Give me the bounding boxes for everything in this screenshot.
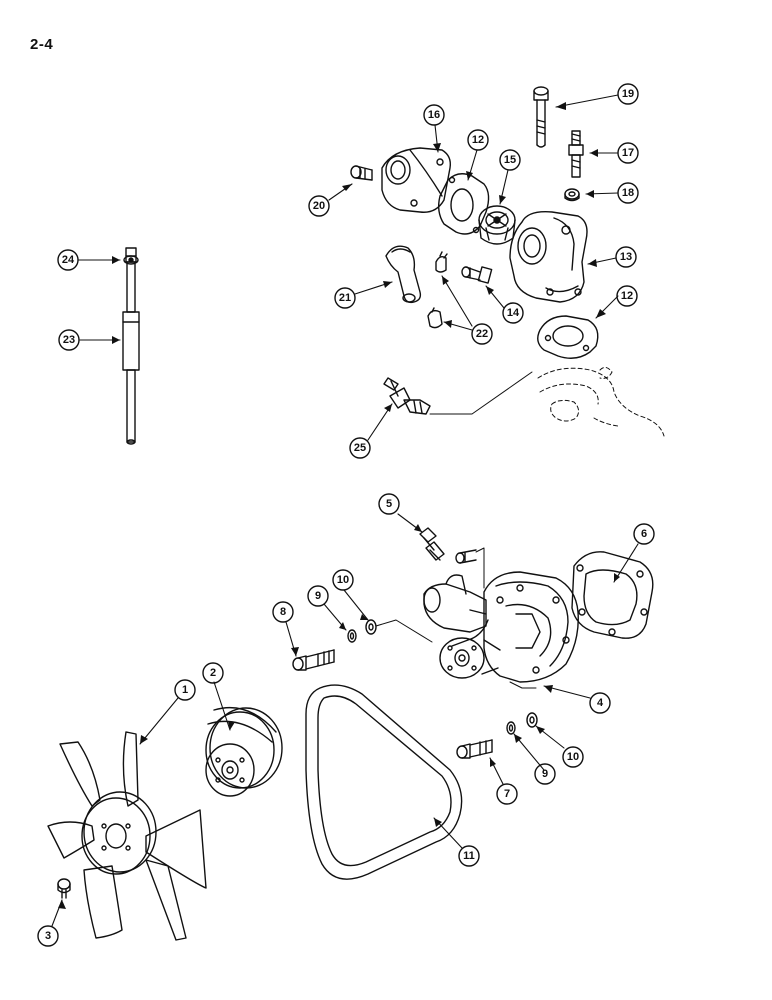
callouts: 19 17 18 13 12 16 12 15 20 21 22 14 24 2… bbox=[37, 83, 655, 947]
callout-19-label: 19 bbox=[622, 88, 634, 100]
callout-16-label: 16 bbox=[428, 109, 440, 121]
callout-9-lower-label: 9 bbox=[542, 768, 548, 780]
bolt-part-19 bbox=[533, 86, 549, 148]
callout-11-label: 11 bbox=[463, 850, 475, 862]
dipstick-ring-part-24 bbox=[123, 255, 139, 265]
callout-11: 11 bbox=[458, 845, 480, 867]
callout-12-upper: 12 bbox=[467, 129, 489, 151]
callout-21: 21 bbox=[334, 287, 356, 309]
callout-1: 1 bbox=[174, 679, 196, 701]
bolt-part-8 bbox=[292, 649, 335, 671]
callout-12-lower: 12 bbox=[616, 285, 638, 307]
thermostat-part-15 bbox=[478, 205, 516, 245]
callout-18: 18 bbox=[617, 182, 639, 204]
callout-15: 15 bbox=[499, 149, 521, 171]
thermostat-housing-part-13 bbox=[509, 211, 588, 303]
callout-7: 7 bbox=[496, 783, 518, 805]
callout-17: 17 bbox=[617, 142, 639, 164]
lock-washer-part-9-upper bbox=[347, 629, 357, 643]
bolt-part-14 bbox=[461, 266, 493, 284]
callout-21-label: 21 bbox=[339, 292, 351, 304]
gasket-part-12-upper bbox=[437, 173, 490, 235]
bypass-hose-part-21 bbox=[385, 245, 422, 304]
callout-10-lower: 10 bbox=[562, 746, 584, 768]
callout-8-label: 8 bbox=[280, 606, 286, 618]
cooling-fan-part-1 bbox=[47, 731, 207, 941]
callout-12-lower-label: 12 bbox=[621, 290, 633, 302]
stud-part-17 bbox=[568, 130, 584, 178]
callout-9-upper: 9 bbox=[307, 585, 329, 607]
fitting-part-5 bbox=[419, 527, 445, 561]
guide-tube-part-23 bbox=[122, 247, 140, 445]
callout-20: 20 bbox=[308, 195, 330, 217]
callout-13: 13 bbox=[615, 246, 637, 268]
gasket-part-12-lower bbox=[537, 315, 599, 359]
bolt-part-3 bbox=[57, 878, 71, 899]
callout-25-label: 25 bbox=[354, 442, 366, 454]
water-pump-part-4 bbox=[423, 571, 579, 683]
hose-clamp-part-22-lower bbox=[427, 307, 443, 329]
lock-washer-part-9-lower bbox=[506, 721, 516, 735]
callout-16: 16 bbox=[423, 104, 445, 126]
callout-3-label: 3 bbox=[45, 930, 51, 942]
engine-block-outline bbox=[537, 366, 665, 437]
leader-lines bbox=[51, 94, 639, 927]
temperature-sender-part-25 bbox=[383, 377, 431, 415]
callout-5-label: 5 bbox=[386, 498, 392, 510]
callout-3: 3 bbox=[37, 925, 59, 947]
callout-22-label: 22 bbox=[476, 328, 488, 340]
callout-10-upper-label: 10 bbox=[337, 574, 349, 586]
callout-24-label: 24 bbox=[62, 254, 75, 266]
callout-5: 5 bbox=[378, 493, 400, 515]
callout-12-upper-label: 12 bbox=[472, 134, 484, 146]
pulley-part-2 bbox=[205, 706, 283, 797]
callout-6: 6 bbox=[633, 523, 655, 545]
page-number: 2-4 bbox=[30, 36, 54, 53]
callout-15-label: 15 bbox=[504, 154, 516, 166]
callout-14-label: 14 bbox=[507, 307, 520, 319]
callout-1-label: 1 bbox=[182, 684, 188, 696]
callout-9-upper-label: 9 bbox=[315, 590, 321, 602]
hose-clamp-part-22-upper bbox=[435, 251, 448, 273]
leader-arrowheads bbox=[58, 102, 620, 909]
callout-17-label: 17 bbox=[622, 147, 634, 159]
callout-19: 19 bbox=[617, 83, 639, 105]
water-outlet-part-16 bbox=[381, 147, 452, 213]
callout-24: 24 bbox=[57, 249, 79, 271]
washer-part-10-lower bbox=[526, 712, 538, 728]
callout-8: 8 bbox=[272, 601, 294, 623]
bolt-part-7 bbox=[456, 739, 493, 759]
nut-part-18 bbox=[564, 188, 580, 202]
callout-25: 25 bbox=[349, 437, 371, 459]
callout-18-label: 18 bbox=[622, 187, 634, 199]
callout-6-label: 6 bbox=[641, 528, 647, 540]
callout-23: 23 bbox=[58, 329, 80, 351]
drive-belt-part-11 bbox=[305, 684, 463, 880]
callout-10-upper: 10 bbox=[332, 569, 354, 591]
callout-9-lower: 9 bbox=[534, 763, 556, 785]
callout-23-label: 23 bbox=[63, 334, 75, 346]
callout-20-label: 20 bbox=[313, 200, 325, 212]
callout-13-label: 13 bbox=[620, 251, 632, 263]
callout-7-label: 7 bbox=[504, 788, 510, 800]
callout-14: 14 bbox=[502, 302, 524, 324]
callout-10-lower-label: 10 bbox=[567, 751, 579, 763]
callout-2-label: 2 bbox=[210, 667, 216, 679]
washer-part-10-upper bbox=[365, 619, 377, 635]
bolt-part-20 bbox=[350, 165, 373, 181]
callout-4: 4 bbox=[589, 692, 611, 714]
callout-22: 22 bbox=[471, 323, 493, 345]
pump-gasket-part-6 bbox=[571, 551, 654, 639]
callout-4-label: 4 bbox=[597, 697, 604, 709]
bolt-pump-top bbox=[455, 549, 477, 564]
callout-2: 2 bbox=[202, 662, 224, 684]
